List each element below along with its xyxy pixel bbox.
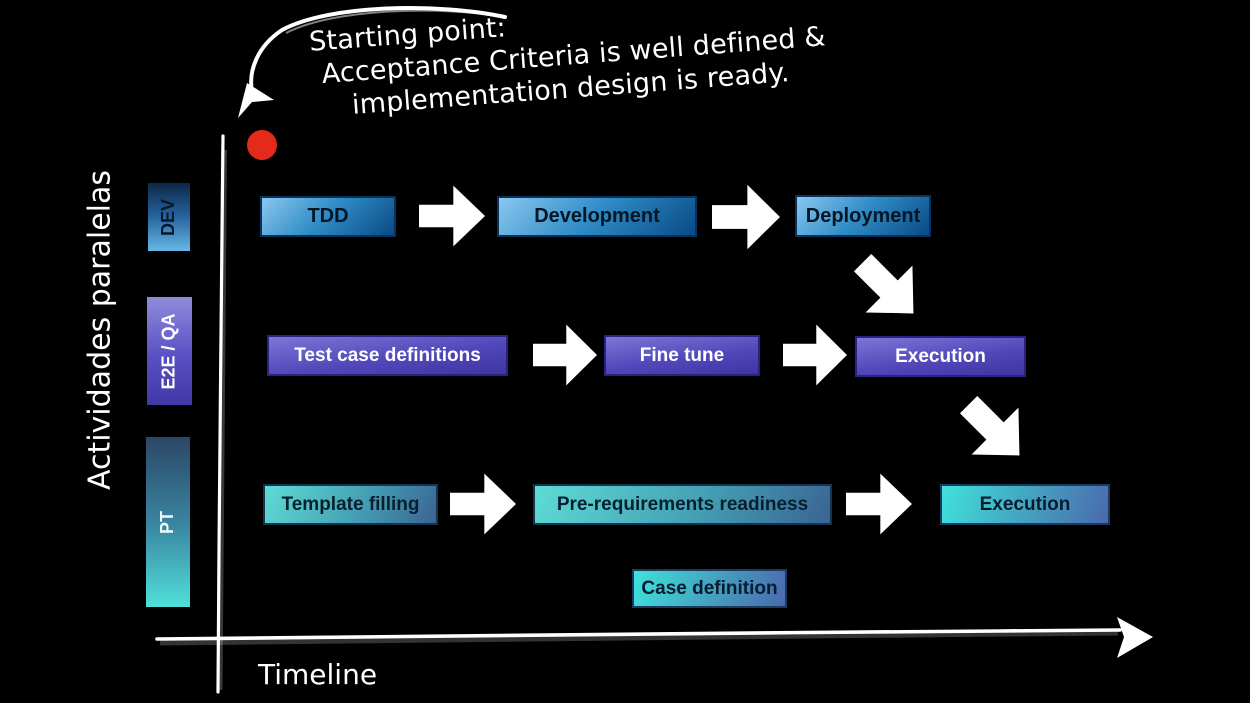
flow-box-deployment: Deployment: [795, 195, 931, 237]
flow-arrow-icon: [533, 324, 597, 386]
x-axis-label: Timeline: [258, 658, 378, 691]
lane-label-text: PT: [157, 510, 178, 534]
x-axis-line: [155, 628, 1122, 646]
start-dot: [247, 130, 277, 160]
y-axis-label: Actividades paralelas: [82, 169, 118, 491]
flow-box-tdd: TDD: [260, 196, 396, 237]
lane-label-e2e-qa: E2E / QA: [147, 297, 192, 405]
lane-label-text: DEV: [158, 198, 179, 236]
flow-box-test-case-definitions: Test case definitions: [267, 335, 508, 376]
flow-box-template-filling: Template filling: [263, 484, 438, 525]
flow-box-case-definition: Case definition: [632, 569, 787, 608]
y-axis-line: [216, 134, 227, 694]
x-axis-arrowhead-icon: [1117, 617, 1153, 658]
lane-label-text: E2E / QA: [159, 312, 179, 390]
flow-box-execution-qa: Execution: [855, 336, 1026, 377]
flow-arrow-icon: [419, 185, 485, 247]
diagonal-arrow-icon: [837, 237, 939, 339]
lane-label-pt: PT: [146, 437, 190, 607]
diagonal-arrow-icon: [943, 379, 1045, 481]
flow-box-pre-requirements-readiness: Pre-requirements readiness: [533, 484, 832, 525]
flow-arrow-icon: [783, 324, 847, 386]
flow-box-fine-tune: Fine tune: [604, 335, 760, 376]
lane-label-dev: DEV: [148, 183, 190, 251]
flow-arrow-icon: [712, 184, 780, 250]
flow-arrow-icon: [450, 473, 516, 535]
flow-arrow-icon: [846, 473, 912, 535]
flow-box-execution-pt: Execution: [940, 484, 1110, 525]
flow-box-development: Development: [497, 196, 697, 237]
start-annotation: Starting point: Acceptance Criteria is w…: [308, 0, 914, 125]
